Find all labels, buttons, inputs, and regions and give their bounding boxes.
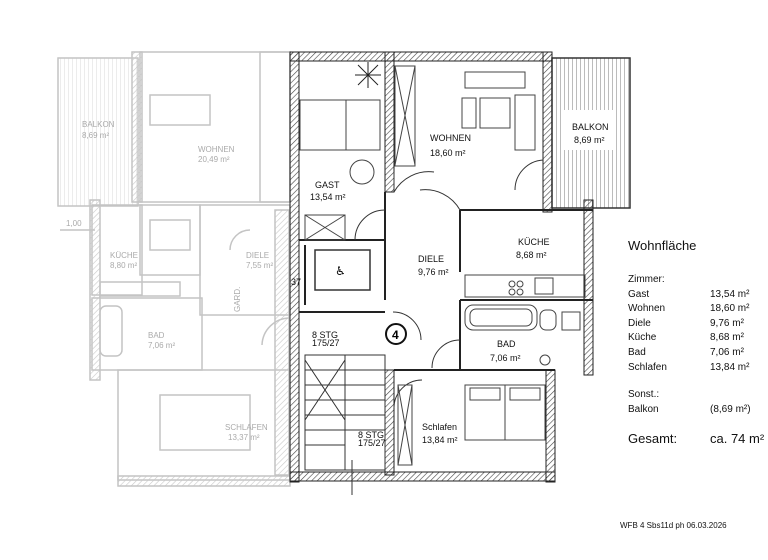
room-balkon-label: BALKON <box>572 122 609 132</box>
room-wohnen-label: WOHNEN <box>430 133 471 143</box>
faded-dimension: 1,00 <box>66 219 82 228</box>
faded-kueche-area: 8,80 m² <box>110 261 137 270</box>
total-row: Gesamt: ca. 74 m² <box>628 431 768 446</box>
room-diele-area: 9,76 m² <box>418 267 449 277</box>
faded-gard-label: GARD. <box>233 287 242 312</box>
faded-diele-area: 7,55 m² <box>246 261 273 270</box>
faded-schlafen-label: SCHLAFEN <box>225 423 268 432</box>
footer-caption: WFB 4 Sbs11d ph 06.03.2026 <box>620 521 727 530</box>
stairwell <box>304 354 386 471</box>
unit-number-badge <box>385 323 407 345</box>
sonst-heading: Sonst.: <box>628 389 660 401</box>
faded-bad-area: 7,06 m² <box>148 341 175 350</box>
stairs-upper-ratio: 175/27 <box>312 338 340 348</box>
total-value: ca. 74 m² <box>710 431 765 447</box>
faded-schlafen-area: 13,37 m² <box>228 433 260 442</box>
wheelchair-icon: ♿ <box>335 264 346 278</box>
total-label: Gesamt: <box>628 431 678 447</box>
room-schlafen-area: 13,84 m² <box>422 435 458 445</box>
room-schlafen-label: Schlafen <box>422 422 457 432</box>
room-gast-area: 13,54 m² <box>310 192 346 202</box>
door-balkon <box>514 159 544 191</box>
door-entrance <box>392 311 422 341</box>
room-wohnen-area: 18,60 m² <box>430 148 466 158</box>
plant-icon <box>355 62 381 88</box>
room-kueche-area: 8,68 m² <box>516 250 547 260</box>
room-gast-label: GAST <box>315 180 340 190</box>
misc-label: 37 <box>291 277 301 287</box>
faded-wohnen-area: 20,49 m² <box>198 155 230 164</box>
faded-wohnen-label: WOHNEN <box>198 145 235 154</box>
faded-bad-label: BAD <box>148 331 165 340</box>
room-diele-label: DIELE <box>418 254 444 264</box>
faded-balkon-area: 8,69 m² <box>82 131 109 140</box>
unit-number: 4 <box>392 328 399 342</box>
panel-title: Wohnfläche <box>628 238 697 253</box>
door-wohnen <box>393 171 435 193</box>
bathtub <box>464 304 538 331</box>
door-schlafen <box>393 379 423 409</box>
extra-area-row: Balkon(8,69 m²) <box>628 403 751 415</box>
faded-balcony <box>57 57 139 207</box>
faded-balkon-label: BALKON <box>82 120 115 129</box>
active-unit: ♿ <box>289 51 631 495</box>
faded-kueche-label: KÜCHE <box>110 251 138 260</box>
room-kueche-label: KÜCHE <box>518 237 550 247</box>
stairs-lower-ratio: 175/27 <box>358 438 386 448</box>
door-gast <box>354 209 386 241</box>
door-diele <box>419 189 461 211</box>
stairs-upper-count: 8 STG <box>312 330 338 340</box>
stairs-lower-count: 8 STG <box>358 430 384 440</box>
neighbour-unit-faded <box>57 51 291 487</box>
room-balkon-area: 8,69 m² <box>574 135 605 145</box>
faded-diele-label: DIELE <box>246 251 269 260</box>
zimmer-heading: Zimmer: <box>628 274 665 285</box>
door-bad <box>431 339 461 369</box>
room-bad-label: BAD <box>497 339 516 349</box>
room-bad-area: 7,06 m² <box>490 353 521 363</box>
